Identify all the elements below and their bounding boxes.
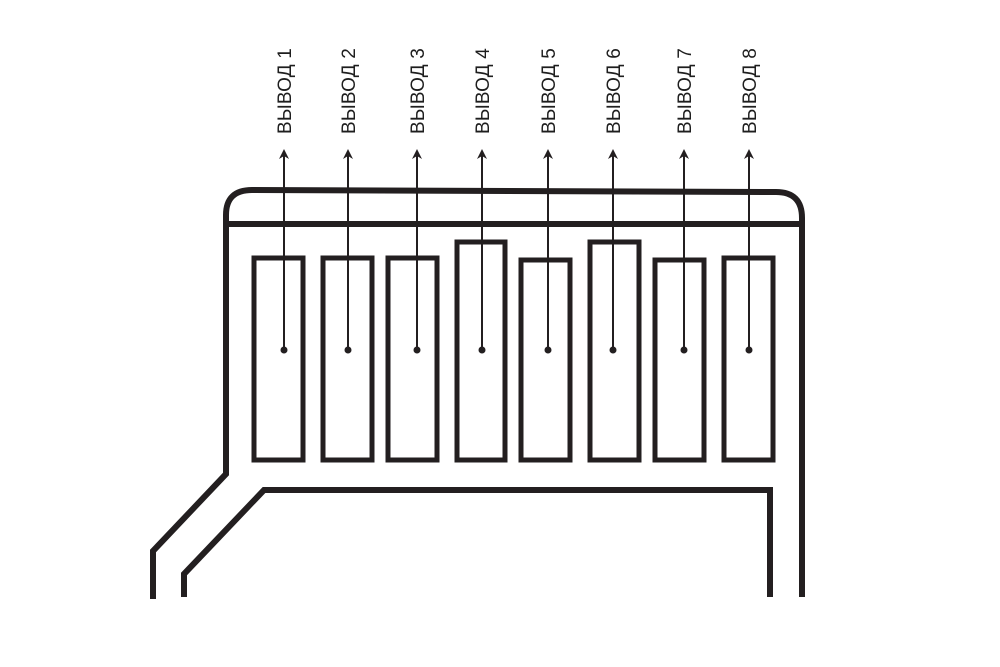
connector-latch-inner-edge	[181, 487, 773, 597]
pin-arrow-icon-4	[477, 149, 487, 159]
pin-label-5: ВЫВОД 5	[539, 48, 560, 134]
pin-arrow-icon-2	[343, 149, 353, 159]
pin-labels-layer: ВЫВОД 1 ВЫВОД 2 ВЫВОД 3 ВЫВОД 4 ВЫВОД 5 ВЫВОД…	[275, 48, 761, 134]
contact-slot-1	[251, 255, 306, 463]
contact-slot-6	[587, 239, 642, 463]
pin-arrow-icon-7	[679, 149, 689, 159]
pin-arrow-icon-5	[543, 149, 553, 159]
pin-label-8: ВЫВОД 8	[740, 48, 761, 134]
pin-label-2: ВЫВОД 2	[339, 48, 360, 134]
pin-label-7: ВЫВОД 7	[675, 48, 696, 134]
pin-contact-dot-8	[745, 346, 753, 354]
pin-arrow-icon-6	[608, 149, 618, 159]
contact-slot-7	[652, 257, 707, 463]
pin-label-6: ВЫВОД 6	[604, 48, 625, 134]
pin-arrow-icon-3	[412, 149, 422, 159]
contacts-layer	[251, 239, 776, 463]
pin-label-1: ВЫВОД 1	[275, 48, 296, 134]
pin-arrow-icon-1	[279, 149, 289, 159]
pin-contact-dot-5	[544, 346, 552, 354]
pin-contact-dot-6	[609, 346, 617, 354]
pin-contact-dot-1	[280, 346, 288, 354]
pin-label-4: ВЫВОД 4	[473, 48, 494, 134]
leads-layer	[279, 149, 754, 354]
pin-contact-dot-3	[413, 346, 421, 354]
pin-label-3: ВЫВОД 3	[408, 48, 429, 134]
pin-arrow-icon-8	[744, 149, 754, 159]
pin-contact-dot-7	[680, 346, 688, 354]
contact-slot-5	[518, 257, 573, 463]
connector-housing-top	[223, 186, 805, 224]
contact-slot-3	[385, 255, 440, 463]
connector-housing-left-wall	[150, 222, 229, 599]
pin-contact-dot-2	[344, 346, 352, 354]
pin-contact-dot-4	[478, 346, 486, 354]
